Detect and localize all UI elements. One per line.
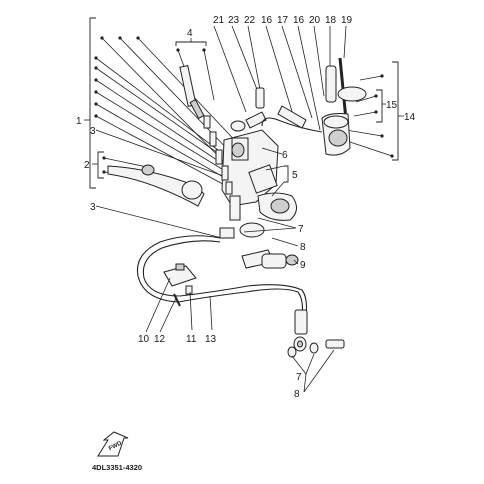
- callout-15: 15: [386, 100, 398, 111]
- callout-16: 16: [261, 15, 273, 26]
- callout-18: 18: [325, 15, 337, 26]
- callout-20: 20: [309, 15, 321, 26]
- callout-12: 12: [154, 334, 166, 345]
- callout-19: 19: [341, 15, 353, 26]
- callout-14: 14: [404, 112, 416, 123]
- top-leaders: [213, 25, 347, 131]
- callout-8b: 8: [294, 389, 300, 400]
- left-bracket-group: [84, 17, 245, 239]
- reservoir-assembly: [261, 57, 367, 156]
- callout-10: 10: [138, 334, 150, 345]
- callout-9: 9: [300, 260, 306, 271]
- callout-1: 1: [76, 116, 82, 127]
- callout-16b: 16: [293, 15, 305, 26]
- callout-17: 17: [277, 15, 289, 26]
- right-leaders: [243, 147, 335, 393]
- callout-labels: 21 23 22 16 17 16 20 18 19 4 1 3 2 3 6 5…: [76, 15, 416, 400]
- callout-22: 22: [244, 15, 256, 26]
- callout-7a: 7: [298, 224, 304, 235]
- diagram-code: 4DL3351-4320: [92, 463, 142, 472]
- callout-23: 23: [228, 15, 240, 26]
- callout-6: 6: [282, 150, 288, 161]
- reservoir-bracket-group: [343, 61, 404, 161]
- callout-13: 13: [205, 334, 217, 345]
- callout-7b: 7: [296, 372, 302, 383]
- callout-2: 2: [84, 160, 90, 171]
- callout-5: 5: [292, 170, 298, 181]
- callout-11: 11: [186, 334, 197, 345]
- callout-8a: 8: [300, 242, 306, 253]
- callout-3b: 3: [90, 202, 96, 213]
- callout-21: 21: [213, 15, 225, 26]
- callout-4: 4: [187, 28, 193, 39]
- bottom-leaders: [145, 277, 213, 333]
- bracket-4: [175, 38, 215, 101]
- arrow-fwd-icon: FWD: [97, 431, 129, 457]
- master-cylinder-assembly: [107, 65, 299, 269]
- brake-hose: [136, 235, 345, 358]
- callout-3a: 3: [90, 126, 96, 137]
